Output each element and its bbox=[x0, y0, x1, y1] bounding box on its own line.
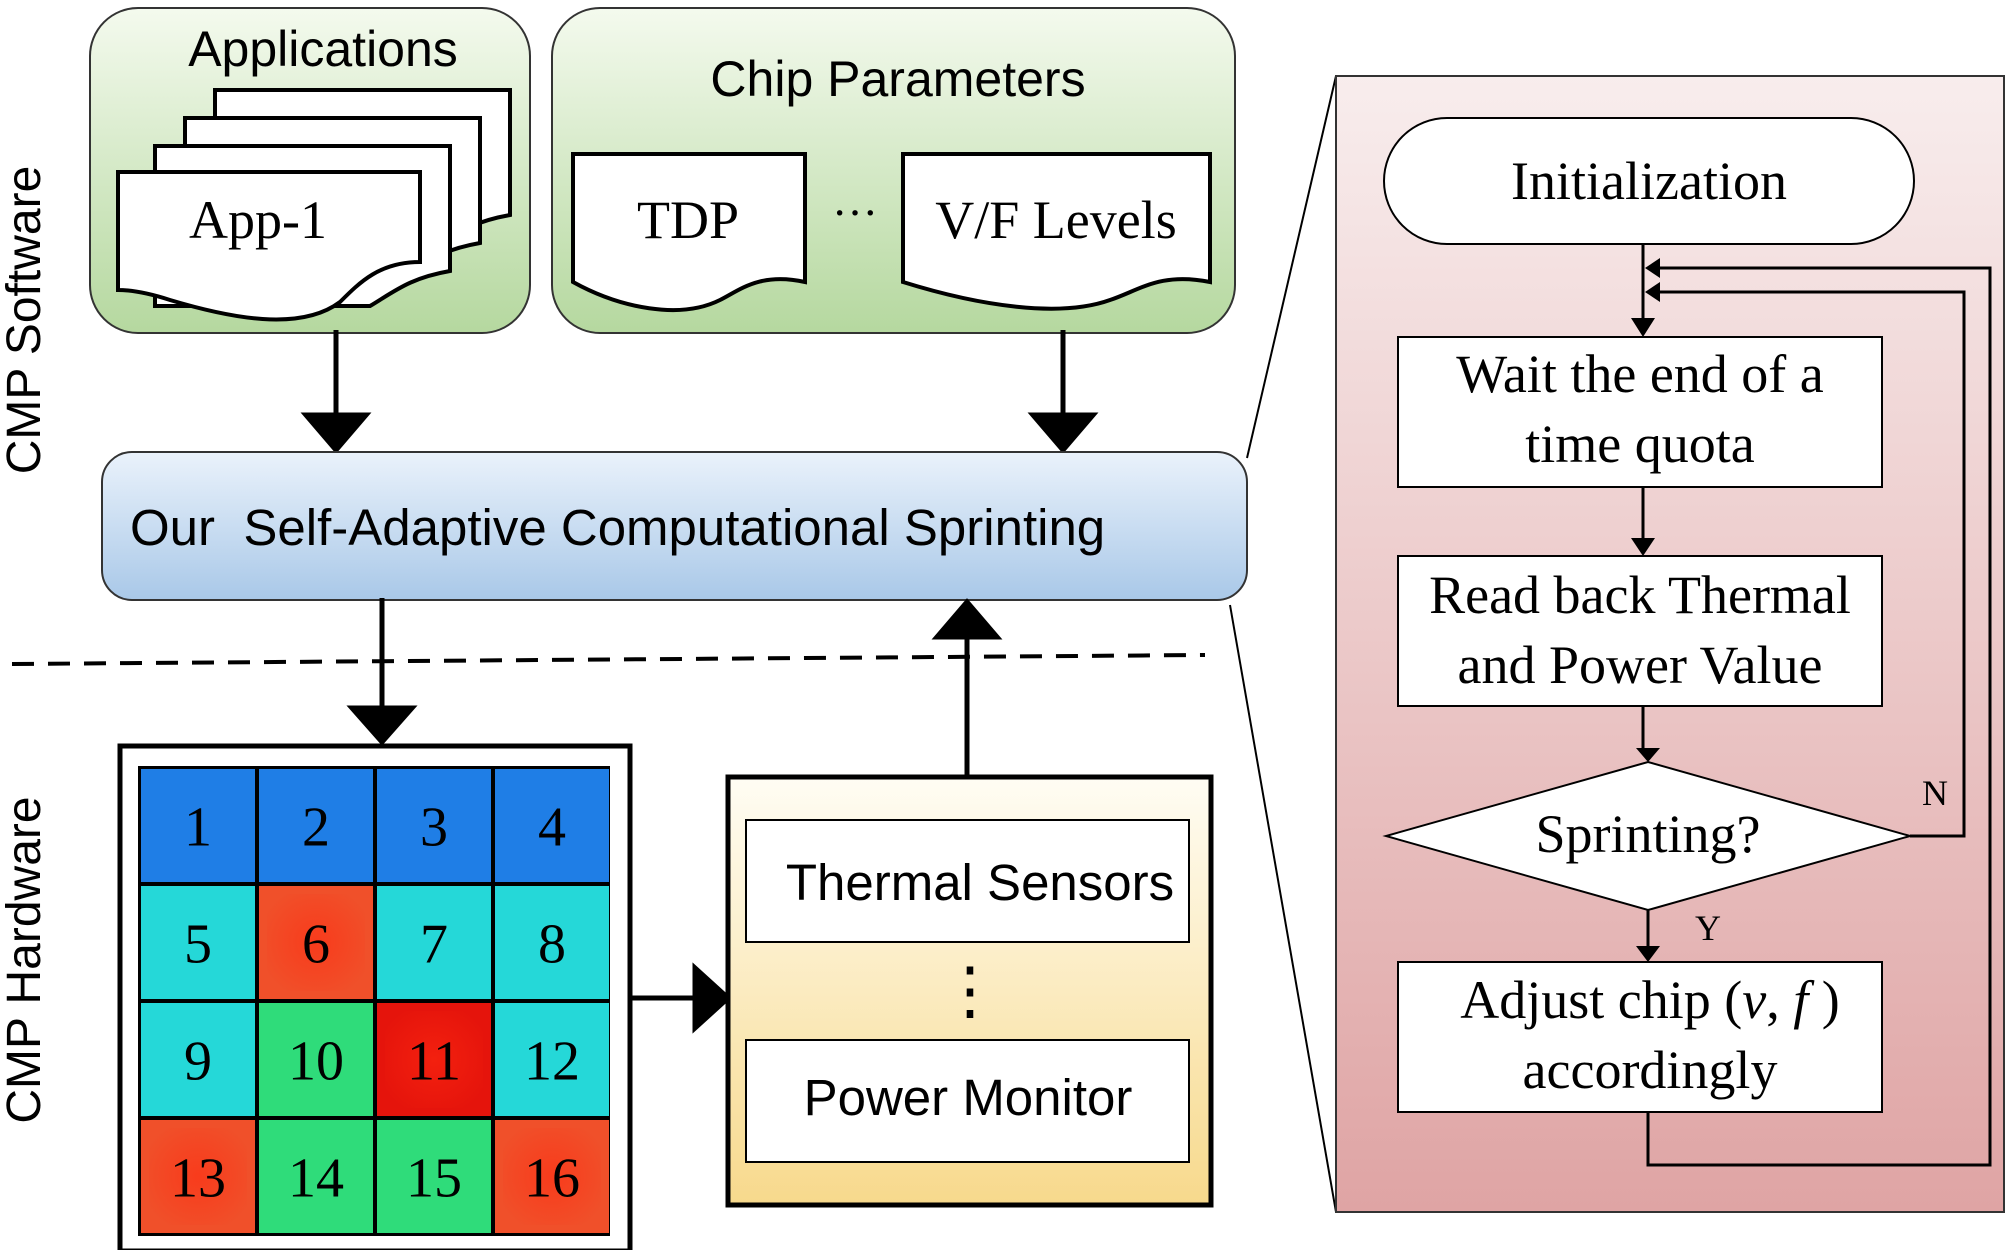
core-cell-label-7: 7 bbox=[420, 914, 448, 976]
side-label-software: CMP Software bbox=[0, 166, 51, 475]
core-cell-label-1: 1 bbox=[184, 797, 212, 859]
flow-decision-label: Sprinting? bbox=[1536, 804, 1761, 864]
software-arrows bbox=[300, 330, 1099, 454]
core-cell-label-12: 12 bbox=[524, 1031, 580, 1093]
flow-init-box bbox=[1383, 117, 1915, 245]
core-cell-7 bbox=[377, 886, 491, 999]
flow-adjust-line2: accordingly bbox=[1523, 1040, 1778, 1100]
monitor-box: Thermal Sensors ⋮ Power Monitor bbox=[725, 774, 1214, 1208]
core-cell-label-4: 4 bbox=[538, 797, 566, 859]
software-hardware-divider bbox=[11, 653, 1206, 666]
core-cell-2 bbox=[259, 769, 373, 882]
core-cell-label-3: 3 bbox=[420, 797, 448, 859]
core-cell-5 bbox=[141, 886, 255, 999]
control-arrow-down bbox=[346, 598, 418, 746]
core-cell-label-15: 15 bbox=[406, 1148, 462, 1210]
flow-adjust-prefix: Adjust chip ( bbox=[1460, 970, 1742, 1030]
flow-yes-label: Y bbox=[1695, 908, 1721, 948]
app-document-stack bbox=[116, 88, 512, 322]
flow-read-box bbox=[1397, 555, 1883, 707]
core-cell-10 bbox=[259, 1003, 373, 1116]
flow-adjust-box bbox=[1397, 961, 1883, 1113]
applications-panel: Applications App-1 bbox=[89, 7, 531, 334]
flow-adjust-sep: , bbox=[1766, 970, 1793, 1030]
app-1-label: App-1 bbox=[189, 190, 327, 250]
vf-levels-label: V/F Levels bbox=[935, 190, 1176, 250]
flow-adjust-line1: Adjust chip (v, f ) bbox=[1460, 970, 1839, 1030]
flow-connectors bbox=[1641, 244, 1992, 1167]
flow-read-line1: Read back Thermal bbox=[1429, 565, 1851, 625]
applications-title: Applications bbox=[188, 21, 458, 77]
core-cell-12 bbox=[495, 1003, 609, 1116]
core-hotspot-13 bbox=[149, 1128, 247, 1225]
core-cell-label-8: 8 bbox=[538, 914, 566, 976]
sprinting-controller-box: Our Self-Adaptive Computational Sprintin… bbox=[101, 451, 1248, 601]
core-cell-label-14: 14 bbox=[288, 1148, 344, 1210]
flow-wait-box bbox=[1397, 336, 1883, 488]
core-hotspot-11 bbox=[385, 1011, 483, 1108]
flow-adjust-suffix: ) bbox=[1808, 970, 1839, 1030]
sprinting-controller-label: Our Self-Adaptive Computational Sprintin… bbox=[130, 499, 1105, 556]
core-cell-label-2: 2 bbox=[302, 797, 330, 859]
thermal-sensors-label: Thermal Sensors bbox=[786, 854, 1174, 911]
flow-wait-line2: time quota bbox=[1525, 414, 1754, 474]
core-hotspot-6 bbox=[267, 894, 365, 991]
core-cell-1 bbox=[141, 769, 255, 882]
core-cell-label-13: 13 bbox=[170, 1148, 226, 1210]
core-cell-label-9: 9 bbox=[184, 1031, 212, 1093]
sensor-arrow-right bbox=[632, 962, 732, 1034]
core-hotspot-16 bbox=[503, 1128, 601, 1225]
chip-parameters-panel: Chip Parameters TDP ··· V/F Levels bbox=[551, 7, 1236, 334]
parameters-ellipsis: ··· bbox=[832, 187, 878, 238]
flow-init-label: Initialization bbox=[1511, 151, 1787, 211]
side-label-hardware: CMP Hardware bbox=[0, 796, 51, 1123]
feedback-arrow-up bbox=[931, 598, 1003, 776]
flow-no-label: N bbox=[1922, 773, 1948, 813]
tdp-label: TDP bbox=[637, 190, 739, 250]
core-cell-4 bbox=[495, 769, 609, 882]
flow-adjust-v: v bbox=[1742, 970, 1766, 1030]
core-cell-15 bbox=[377, 1120, 491, 1233]
core-cell-label-10: 10 bbox=[288, 1031, 344, 1093]
monitor-dots: ⋮ bbox=[938, 955, 1002, 1026]
core-cell-3 bbox=[377, 769, 491, 882]
core-cell-label-11: 11 bbox=[407, 1031, 461, 1093]
tdp-document: TDP bbox=[571, 152, 807, 312]
core-cell-label-16: 16 bbox=[524, 1148, 580, 1210]
vf-levels-document: V/F Levels bbox=[901, 152, 1212, 311]
flow-read-line2: and Power Value bbox=[1458, 635, 1823, 695]
flow-arrowheads bbox=[1631, 258, 1660, 962]
flowchart-panel: Initialization Wait the end of a time qu… bbox=[1335, 75, 2005, 1213]
core-cell-label-5: 5 bbox=[184, 914, 212, 976]
flow-wait-line1: Wait the end of a bbox=[1456, 344, 1824, 404]
core-cell-9 bbox=[141, 1003, 255, 1116]
core-cell-label-6: 6 bbox=[302, 914, 330, 976]
zoom-connector-lines bbox=[1229, 75, 1337, 1213]
power-monitor-label: Power Monitor bbox=[804, 1069, 1133, 1126]
core-cell-14 bbox=[259, 1120, 373, 1233]
core-cell-8 bbox=[495, 886, 609, 999]
chip-parameters-title: Chip Parameters bbox=[710, 51, 1085, 107]
